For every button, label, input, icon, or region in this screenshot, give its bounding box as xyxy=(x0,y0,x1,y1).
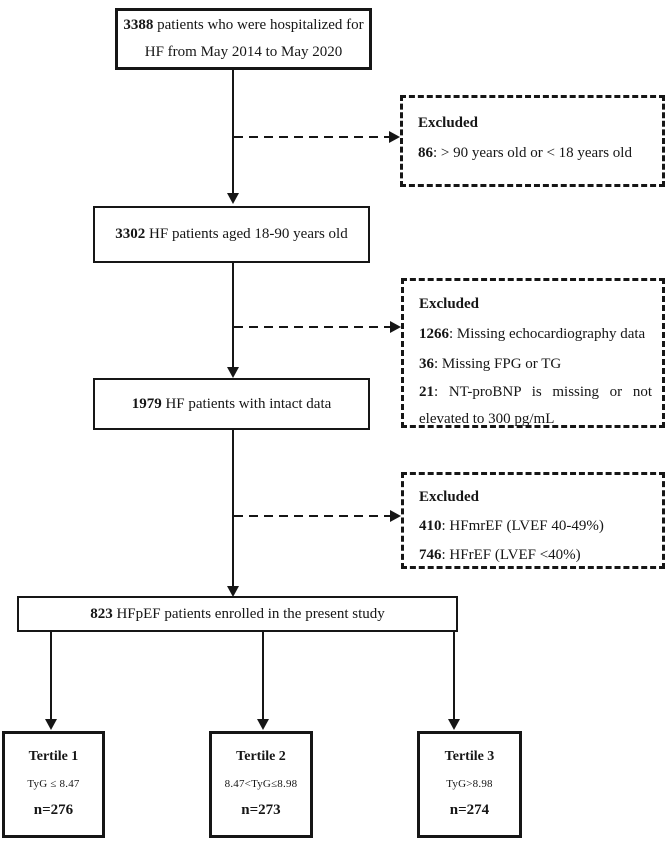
arrow-to-tertile1-line xyxy=(50,632,52,719)
tertile3-box: Tertile 3 TyG>8.98 n=274 xyxy=(417,731,522,838)
excluded2-item-fpg-tg: 36: Missing FPG or TG xyxy=(419,356,562,372)
arrow-to-tertile3-line xyxy=(453,632,455,719)
box-enrolled: 823 HFpEF patients enrolled in the prese… xyxy=(17,596,458,632)
box-enrolled-text: 823 HFpEF patients enrolled in the prese… xyxy=(90,605,385,622)
box-aged-text: 3302 HF patients aged 18-90 years old xyxy=(115,226,348,242)
excluded2-title: Excluded xyxy=(419,296,480,312)
tertile2-box: Tertile 2 8.47<TyG≤8.98 n=273 xyxy=(209,731,313,838)
count-3302: 3302 xyxy=(115,226,146,242)
tertile1-range: TyG ≤ 8.47 xyxy=(27,778,80,790)
count-1979: 1979 xyxy=(131,395,162,412)
arrow-to-tertile2-line xyxy=(262,632,264,719)
dashed-arrow-excluded2-line xyxy=(234,326,390,328)
dashed-arrow-excluded1-line xyxy=(234,136,389,138)
excluded3-item-hfref: 746: HFrEF (LVEF <40%) xyxy=(419,547,581,563)
dashed-arrow-excluded2-head xyxy=(390,321,401,333)
excluded-box-3: Excluded 410: HFmrEF (LVEF 40-49%) 746: … xyxy=(401,472,665,569)
count-3388: 3388 xyxy=(123,17,154,33)
box-intact-data: 1979 HF patients with intact data xyxy=(93,378,370,430)
tertile3-title: Tertile 3 xyxy=(444,749,495,764)
excluded-box-2: Excluded 1266: Missing echocardiography … xyxy=(401,278,665,428)
excluded2-item-ntprobnp: 21: NT-proBNP is missing or not elevated… xyxy=(419,384,652,427)
arrow-box2-to-box3-head xyxy=(227,367,239,378)
arrow-to-tertile2-head xyxy=(257,719,269,730)
excluded2-item-echo: 1266: Missing echocardiography data xyxy=(419,326,646,342)
tertile2-range: 8.47<TyG≤8.98 xyxy=(224,778,298,790)
excluded1-title: Excluded xyxy=(418,115,479,131)
arrow-box1-to-box2-line xyxy=(232,70,234,193)
dashed-arrow-excluded1-head xyxy=(389,131,400,143)
excluded3-title: Excluded xyxy=(419,489,480,505)
arrow-to-tertile3-head xyxy=(448,719,460,730)
tertile3-count: n=274 xyxy=(449,802,490,818)
tertile3-range: TyG>8.98 xyxy=(446,778,493,790)
box-intact-text: 1979 HF patients with intact data xyxy=(131,395,332,412)
excluded1-item-age: 86: > 90 years old or < 18 years old xyxy=(418,145,632,161)
count-823: 823 xyxy=(90,605,113,622)
dashed-arrow-excluded3-head xyxy=(390,510,401,522)
tertile1-count: n=276 xyxy=(33,802,74,818)
arrow-box1-to-box2-head xyxy=(227,193,239,204)
arrow-box3-to-box4-head xyxy=(227,586,239,597)
tertile2-title: Tertile 2 xyxy=(236,749,286,764)
tertile1-box: Tertile 1 TyG ≤ 8.47 n=276 xyxy=(2,731,105,838)
dashed-arrow-excluded3-line xyxy=(234,515,390,517)
tertile1-title: Tertile 1 xyxy=(28,749,79,764)
arrow-box2-to-box3-line xyxy=(232,263,234,367)
tertile2-count: n=273 xyxy=(241,802,281,818)
excluded3-item-hfmref: 410: HFmrEF (LVEF 40-49%) xyxy=(419,518,604,534)
box-hospitalized-line1: 3388 patients who were hospitalized for xyxy=(123,17,364,33)
arrow-to-tertile1-head xyxy=(45,719,57,730)
box-aged-18-90: 3302 HF patients aged 18-90 years old xyxy=(93,206,370,263)
box-hospitalized-patients: 3388 patients who were hospitalized for … xyxy=(115,8,372,70)
excluded-box-1: Excluded 86: > 90 years old or < 18 year… xyxy=(400,95,665,187)
box-hospitalized-line2: HF from May 2014 to May 2020 xyxy=(144,44,343,60)
arrow-box3-to-box4-line xyxy=(232,430,234,586)
